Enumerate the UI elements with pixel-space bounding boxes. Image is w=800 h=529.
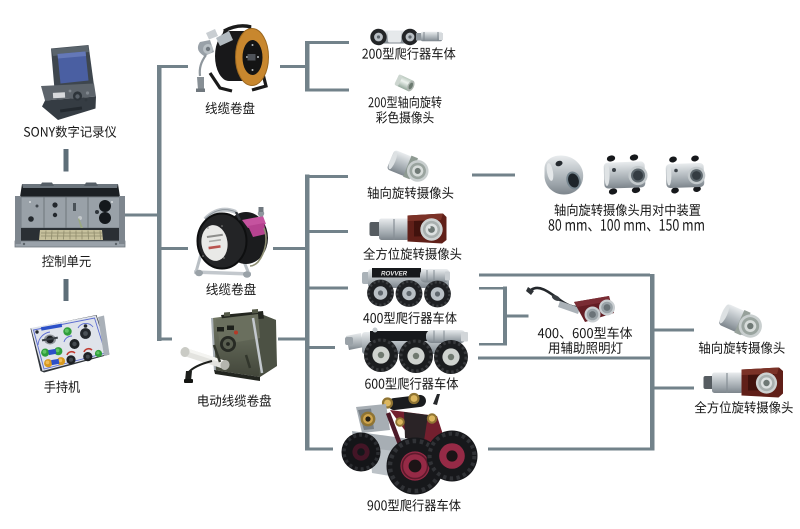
svg-text:ROVVER: ROVVER bbox=[381, 271, 408, 278]
